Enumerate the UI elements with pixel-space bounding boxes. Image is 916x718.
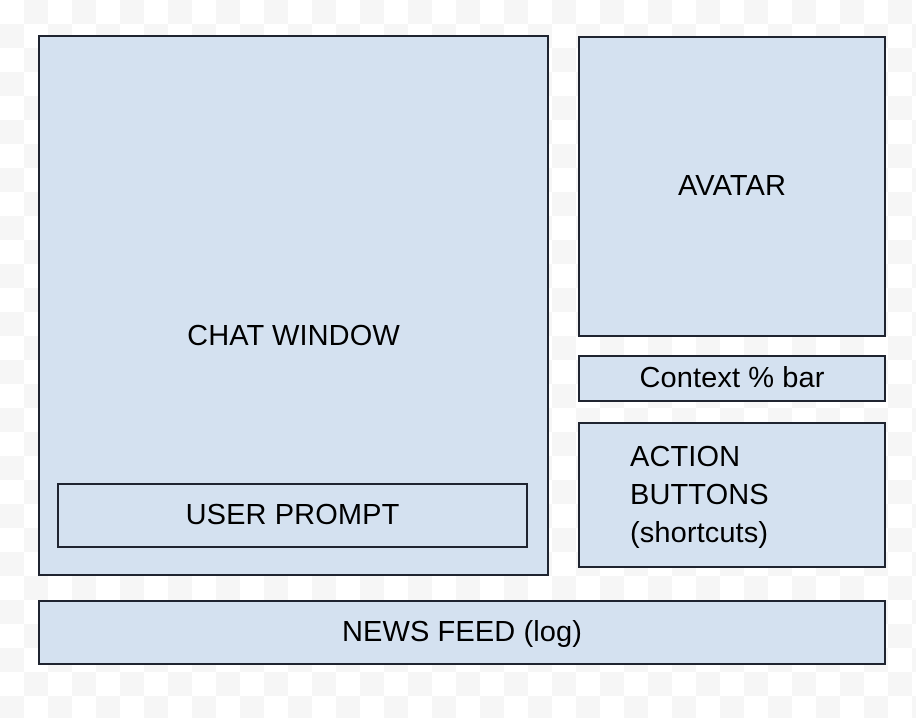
action-buttons-label: ACTION BUTTONS (shortcuts) <box>580 438 769 552</box>
avatar-panel[interactable]: AVATAR <box>578 36 886 337</box>
chat-window-panel[interactable]: CHAT WINDOW USER PROMPT <box>38 35 549 576</box>
context-percent-bar[interactable]: Context % bar <box>578 355 886 402</box>
chat-window-label: CHAT WINDOW <box>187 320 400 352</box>
user-prompt-input[interactable]: USER PROMPT <box>57 483 528 548</box>
avatar-label: AVATAR <box>677 170 787 202</box>
context-percent-bar-label: Context % bar <box>639 362 825 394</box>
action-buttons-line-3: (shortcuts) <box>630 517 769 549</box>
news-feed-label: NEWS FEED (log) <box>342 616 582 648</box>
action-buttons-panel[interactable]: ACTION BUTTONS (shortcuts) <box>578 422 886 568</box>
news-feed-panel[interactable]: NEWS FEED (log) <box>38 600 886 665</box>
action-buttons-line-1: ACTION <box>630 441 741 473</box>
user-prompt-label: USER PROMPT <box>185 499 400 531</box>
action-buttons-line-2: BUTTONS <box>630 479 769 511</box>
